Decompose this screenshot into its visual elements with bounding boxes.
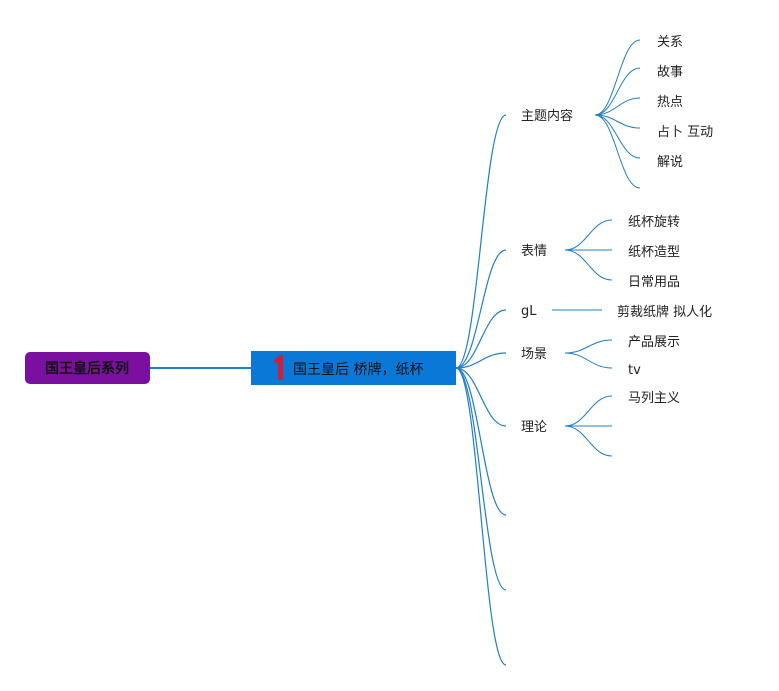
child-connector <box>564 352 613 369</box>
child-label[interactable]: 日常用品 <box>628 275 680 290</box>
child-label[interactable]: 纸杯造型 <box>628 245 680 260</box>
branch-connector <box>455 367 507 427</box>
branch-connector <box>455 309 507 369</box>
branch-label[interactable]: 理论 <box>521 420 547 435</box>
branch-label[interactable]: 主题内容 <box>521 108 573 124</box>
child-connector <box>594 114 641 189</box>
branch-connector <box>455 367 507 516</box>
child-label[interactable]: 占卜 互动 <box>657 125 713 140</box>
branch-connector <box>455 114 507 369</box>
child-connector <box>594 114 641 159</box>
branch-connector <box>455 249 507 369</box>
child-connector <box>564 249 613 281</box>
branch-connector <box>455 352 507 369</box>
child-label[interactable]: 热点 <box>657 95 683 110</box>
child-connector <box>564 339 613 354</box>
branch-label[interactable]: 表情 <box>521 244 547 259</box>
child-label[interactable]: 产品展示 <box>628 335 680 350</box>
child-connector <box>564 425 613 457</box>
child-label[interactable]: 马列主义 <box>628 391 680 406</box>
child-connector <box>594 67 641 116</box>
child-label[interactable]: 纸杯旋转 <box>628 215 680 230</box>
child-label[interactable]: 故事 <box>657 65 683 80</box>
child-connector <box>594 97 641 116</box>
center-node-label: 国王皇后 桥牌，纸杯 <box>293 361 423 378</box>
branch-label[interactable]: gL <box>521 304 537 319</box>
center-node-box <box>251 351 456 385</box>
center-node[interactable]: 国王皇后 桥牌，纸杯 <box>251 351 456 385</box>
child-label[interactable]: tv <box>628 363 641 378</box>
child-connector <box>564 395 613 427</box>
branch-connector <box>455 367 507 666</box>
branch-label[interactable]: 场景 <box>521 347 547 362</box>
child-label[interactable]: 解说 <box>657 155 683 170</box>
branch-connector <box>455 367 507 591</box>
root-node-label: 国王皇后系列 <box>45 360 129 377</box>
number-1-marker-icon <box>274 355 283 380</box>
child-label[interactable]: 剪裁纸牌 拟人化 <box>617 304 712 320</box>
child-connector <box>594 39 641 116</box>
child-label[interactable]: 关系 <box>657 35 683 50</box>
child-connector <box>564 219 613 251</box>
root-node-box <box>25 352 150 384</box>
root-node[interactable]: 国王皇后系列 <box>25 352 150 384</box>
